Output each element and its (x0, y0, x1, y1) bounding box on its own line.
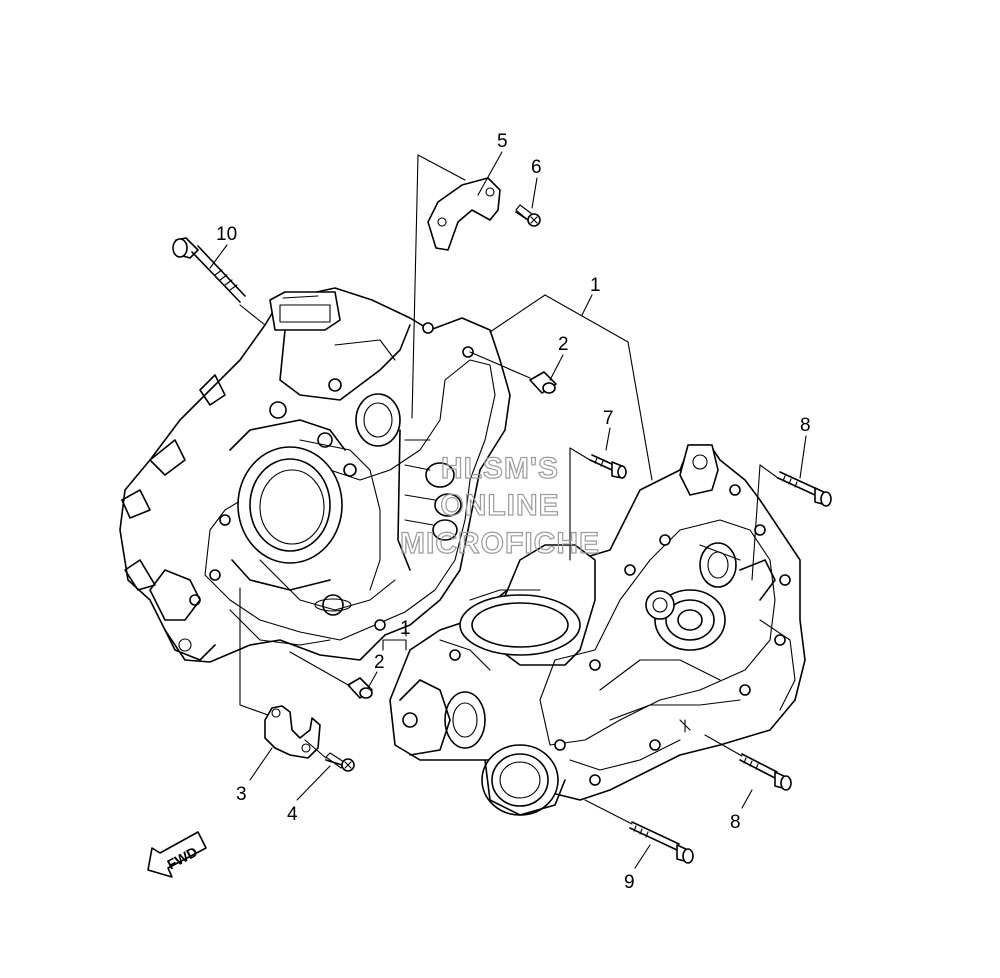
fwd-arrow-icon: FWD (147, 831, 207, 878)
callout-3: 3 (236, 784, 247, 805)
part-8-bolt-upper (777, 471, 832, 507)
watermark-line-1: HLSM'S (441, 452, 559, 485)
part-7-bolt (589, 454, 627, 479)
callout-1-lower: 1 (400, 618, 411, 639)
part-4-screw (325, 752, 355, 772)
part-3-plate (264, 705, 321, 759)
part-5-plate (427, 177, 501, 251)
watermark: HLSM'S ONLINE MICROFICHE (399, 451, 600, 560)
part-10-bolt (172, 237, 246, 303)
callout-5: 5 (497, 131, 508, 152)
callout-2-upper: 2 (558, 334, 569, 355)
part-2-dowel-lower (347, 677, 373, 699)
callout-10: 10 (216, 224, 237, 245)
callout-2-lower: 2 (374, 652, 385, 673)
callout-6: 6 (531, 157, 542, 178)
callout-7: 7 (603, 408, 614, 429)
callout-8-lower: 8 (730, 812, 741, 833)
callout-4: 4 (287, 804, 298, 825)
callout-labels: 5 6 10 1 2 7 8 1 2 3 4 8 9 (216, 131, 811, 893)
part-9-bolt (629, 821, 694, 864)
watermark-line-2: ONLINE (440, 489, 559, 522)
callout-8-upper: 8 (800, 415, 811, 436)
part-6-screw (515, 204, 541, 227)
part-2-dowel-upper (529, 371, 557, 394)
leader-lines (209, 151, 807, 869)
callout-9: 9 (624, 872, 635, 893)
part-8-bolt-lower (739, 753, 792, 791)
right-crankcase-half (389, 444, 806, 816)
callout-1-upper: 1 (590, 275, 601, 296)
watermark-line-3: MICROFICHE (400, 527, 600, 560)
